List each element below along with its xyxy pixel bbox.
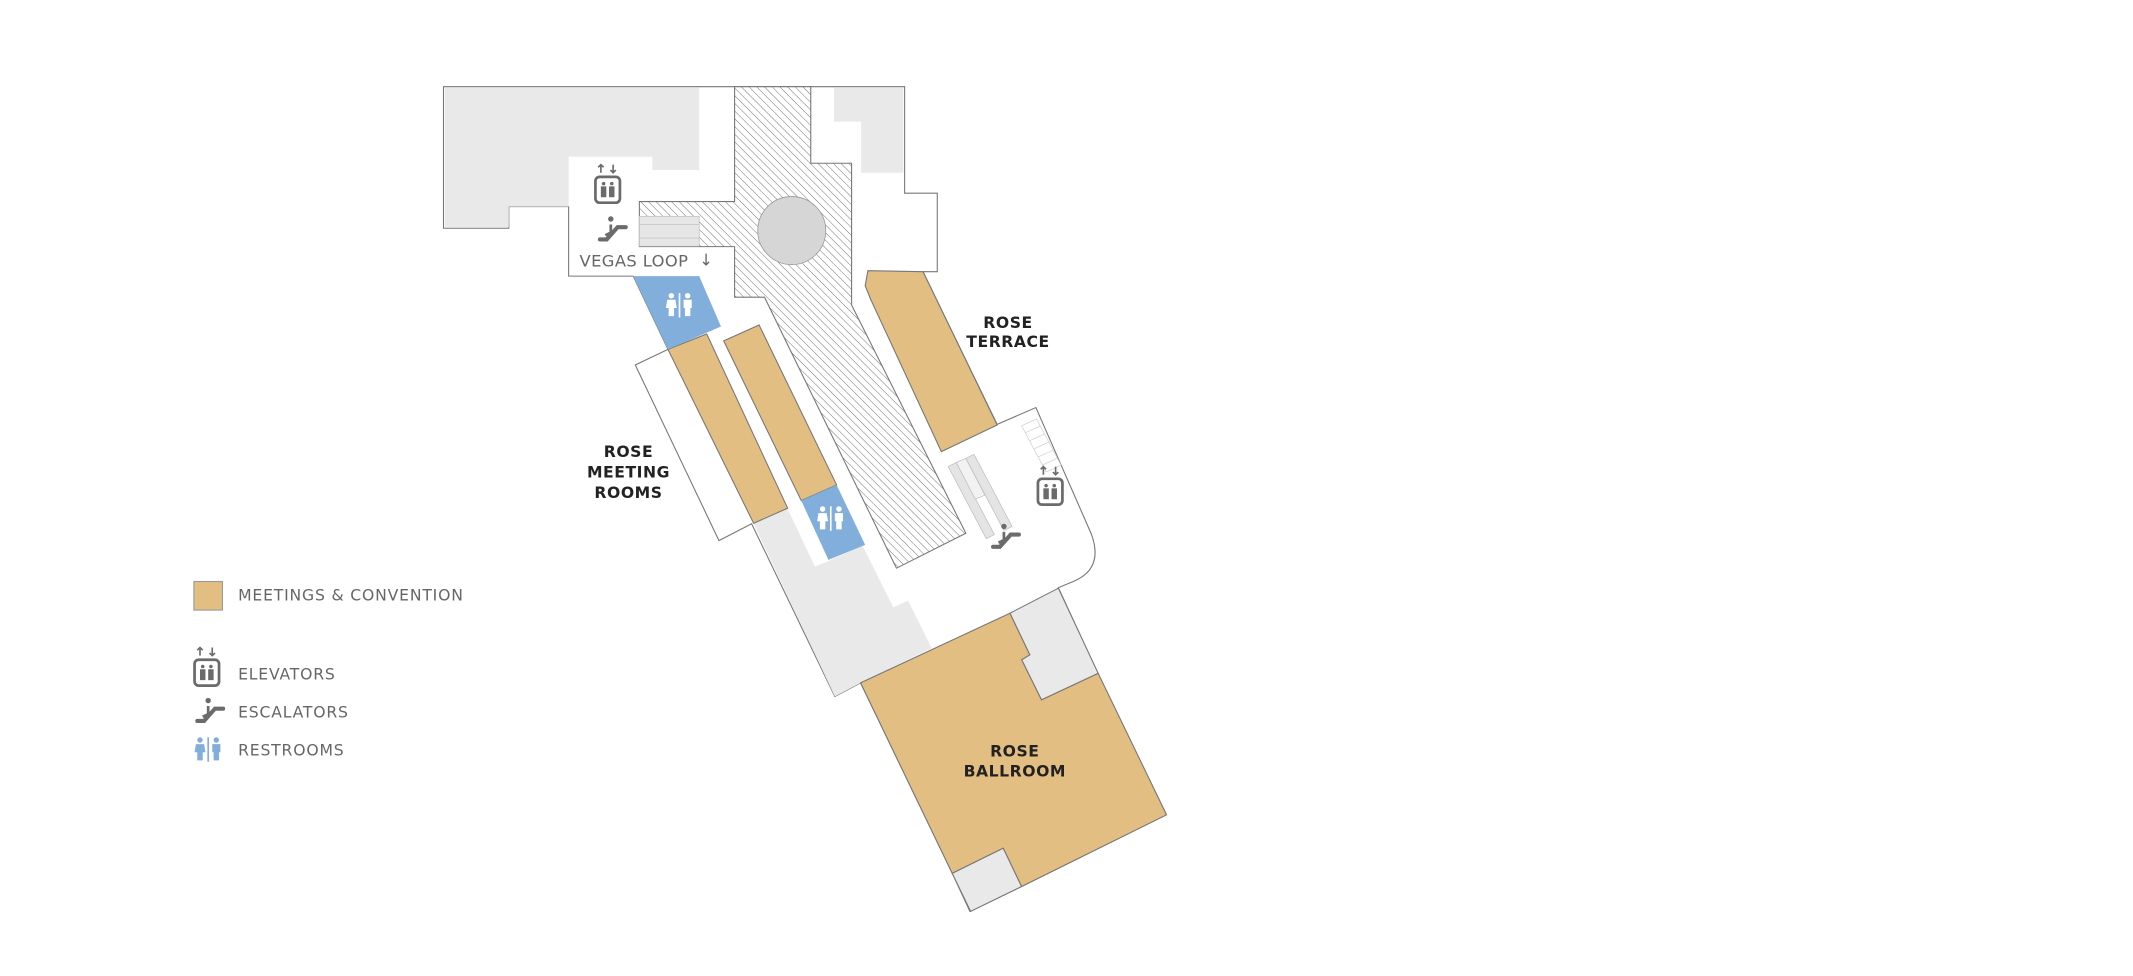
restroom-icon bbox=[665, 293, 692, 318]
escalator-icon bbox=[197, 698, 223, 721]
service-area-northeast bbox=[833, 87, 904, 173]
vegas-loop-label: VEGAS LOOP bbox=[580, 252, 689, 271]
rose-meeting-rooms-label: MEETING bbox=[587, 462, 670, 481]
rose-meeting-rooms-label: ROOMS bbox=[594, 483, 662, 502]
legend-label: ESCALATORS bbox=[238, 703, 349, 722]
rose-ballroom-label: BALLROOM bbox=[964, 762, 1066, 781]
corridor-hatched bbox=[638, 86, 967, 569]
atrium-circle bbox=[757, 196, 827, 265]
rose-ballroom-room[interactable] bbox=[859, 612, 1168, 888]
meetings-swatch bbox=[193, 580, 223, 611]
restroom-icon bbox=[817, 506, 844, 531]
rose-meeting-room-1[interactable] bbox=[667, 333, 789, 525]
rose-terrace-label: TERRACE bbox=[966, 332, 1049, 351]
elevator-icon bbox=[193, 646, 221, 687]
legend: MEETINGS & CONVENTION ELEVATORS ESCALATO… bbox=[193, 580, 464, 762]
service-area-northwest bbox=[444, 87, 700, 228]
stairs bbox=[1021, 418, 1062, 473]
legend-label: MEETINGS & CONVENTION bbox=[238, 586, 464, 605]
legend-label: ELEVATORS bbox=[238, 664, 336, 683]
down-arrow-icon: ↓ bbox=[699, 250, 713, 269]
legend-label: RESTROOMS bbox=[238, 741, 344, 760]
service-area-south bbox=[753, 508, 932, 697]
restroom-area-north[interactable] bbox=[633, 276, 721, 350]
east-escalators bbox=[947, 453, 1013, 540]
vegas-loop-escalator bbox=[639, 215, 700, 247]
restroom-area-south[interactable] bbox=[801, 484, 866, 560]
rose-terrace-label: ROSE bbox=[983, 313, 1032, 332]
rose-ballroom-label: ROSE bbox=[990, 741, 1039, 760]
restroom-icon bbox=[194, 737, 221, 762]
rose-terrace-room[interactable] bbox=[864, 270, 998, 453]
rose-meeting-rooms-label: ROSE bbox=[604, 442, 653, 461]
